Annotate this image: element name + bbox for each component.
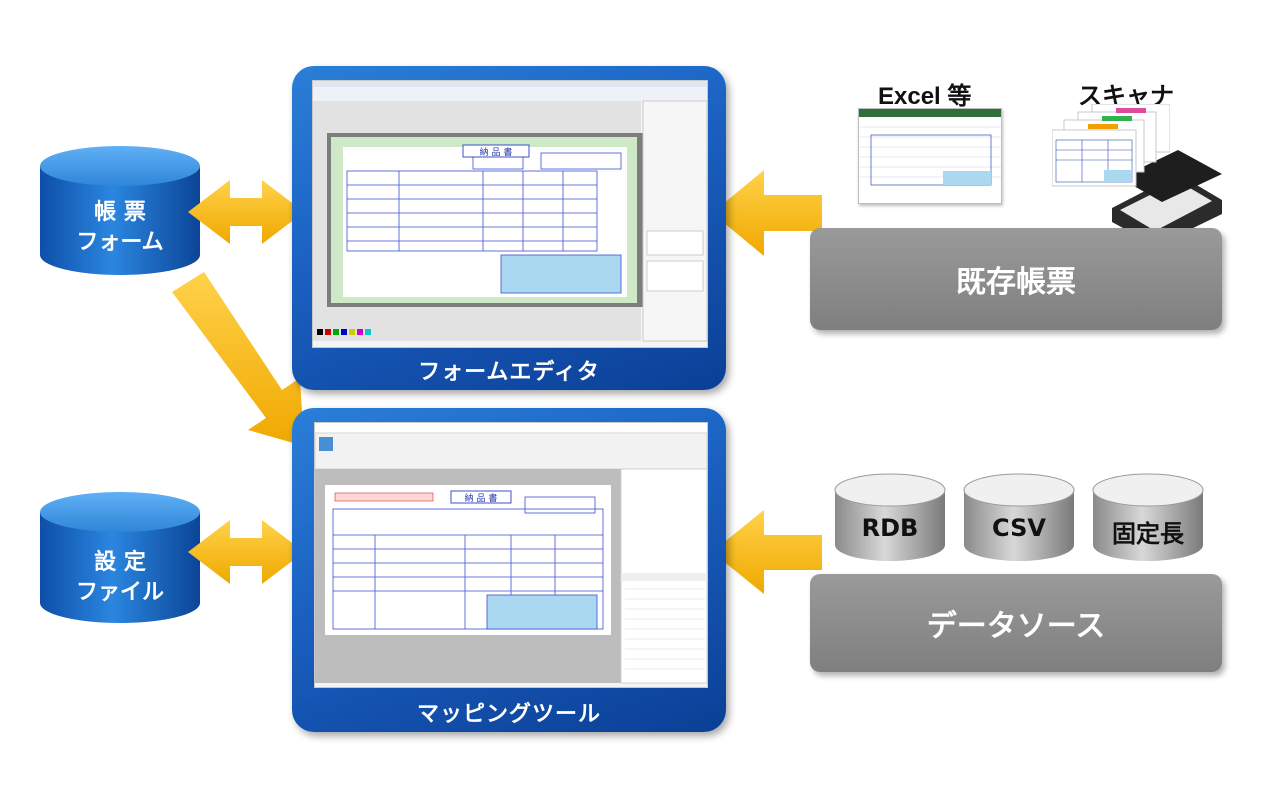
form-editor-label: フォームエディタ — [418, 360, 600, 385]
double-arrow-form-icon — [188, 180, 304, 244]
arrow-existing-forms-icon — [712, 170, 822, 256]
form-editor-screenshot: 納 品 書 — [312, 80, 708, 348]
excel-sheet-thumbnail — [858, 108, 1002, 204]
data-sources-label: データソース — [926, 609, 1106, 644]
existing-forms-label: 既存帳票 — [956, 265, 1076, 300]
mapping-tool-window: 納 品 書 — [315, 423, 707, 684]
rdb-label: RDB — [861, 514, 919, 542]
arrow-data-sources-icon — [712, 510, 822, 594]
form-cylinder-label: 帳 票 フォーム — [40, 198, 200, 258]
form-cylinder-line2: フォーム — [76, 230, 164, 255]
settings-cylinder-line2: ファイル — [75, 580, 164, 605]
form-editor-form-title: 納 品 書 — [480, 146, 513, 158]
csv-label: CSV — [992, 514, 1046, 542]
settings-cylinder — [40, 492, 200, 623]
excel-sheet-image — [859, 109, 1001, 186]
settings-cylinder-label: 設 定 ファイル — [40, 548, 200, 608]
double-arrow-settings-icon — [188, 520, 304, 584]
mapping-tool-screenshot: 納 品 書 — [314, 422, 708, 688]
diagonal-arrow-icon — [172, 272, 304, 446]
form-cylinder-line1: 帳 票 — [94, 200, 146, 225]
scanned-forms-thumbnail — [1051, 103, 1171, 188]
form-cylinder — [40, 146, 200, 275]
mapping-tool-panel: 納 品 書 マッピングツール — [292, 408, 726, 732]
existing-forms-box: 既存帳票 — [810, 228, 1222, 330]
rdb-cylinder — [834, 473, 946, 561]
fixed-length-label: 固定長 — [1112, 520, 1184, 548]
settings-cylinder-line1: 設 定 — [94, 550, 146, 575]
mapping-tool-form-title: 納 品 書 — [465, 492, 498, 504]
excel-label: Excel 等 — [878, 83, 972, 110]
csv-cylinder — [963, 473, 1075, 561]
mapping-tool-label: マッピングツール — [416, 702, 601, 727]
form-editor-window: 納 品 書 — [313, 81, 707, 342]
scanned-forms-image — [1051, 103, 1171, 187]
data-sources-box: データソース — [810, 574, 1222, 672]
fixed-length-cylinder — [1092, 473, 1204, 561]
form-editor-panel: 納 品 書 フォームエディタ — [292, 66, 726, 390]
